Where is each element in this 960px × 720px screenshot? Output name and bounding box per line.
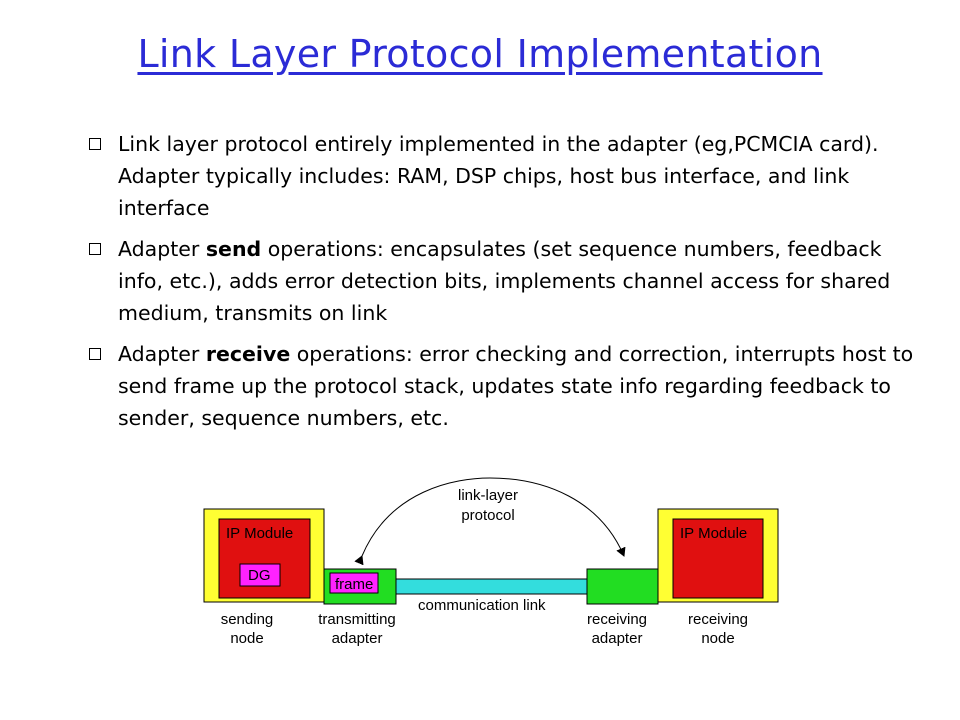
bullet-keyword-receive: receive: [205, 342, 291, 366]
bullet-box-icon: [89, 243, 101, 255]
receiving-node-label-line2: node: [701, 630, 734, 647]
protocol-label-line2: protocol: [461, 507, 514, 524]
receiving-adapter-box: [586, 568, 659, 605]
bullet-text-prefix: Adapter: [118, 237, 206, 261]
bullet-item: Link layer protocol entirely implemented…: [88, 128, 928, 224]
transmitting-adapter-label-line2: adapter: [332, 630, 383, 647]
frame-box: [329, 572, 379, 594]
page-title: Link Layer Protocol Implementation: [137, 32, 823, 76]
bullet-list: Link layer protocol entirely implemented…: [88, 128, 928, 443]
transmitting-adapter-box: [323, 568, 397, 605]
ip-module-left-label: IP Module: [226, 525, 293, 542]
bullet-text: operations: error checking and correctio…: [118, 342, 914, 430]
communication-link-label: communication link: [418, 597, 546, 614]
bullet-text: Link layer protocol entirely implemented…: [118, 132, 879, 220]
dg-box: [239, 563, 281, 587]
bullet-text-prefix: Adapter: [118, 342, 206, 366]
bullet-item: Adapter receive operations: error checki…: [88, 338, 928, 434]
bullet-keyword-send: send: [205, 237, 262, 261]
communication-link-bar: [395, 578, 588, 595]
ip-module-right-box: [672, 518, 764, 599]
receiving-node-box: [657, 508, 779, 603]
dg-label: DG: [248, 567, 271, 584]
bullet-box-icon: [89, 348, 101, 360]
receiving-adapter-label-line2: adapter: [592, 630, 643, 647]
bullet-text: operations: encapsulates (set sequence n…: [118, 237, 891, 325]
ip-module-left-box: [218, 518, 311, 599]
frame-label: frame: [335, 576, 373, 593]
sending-node-label-line1: sending: [221, 611, 274, 628]
sending-node-box: [203, 508, 325, 603]
receiving-node-label-line1: receiving: [688, 611, 748, 628]
sending-node-label-line2: node: [230, 630, 263, 647]
bullet-box-icon: [89, 138, 101, 150]
protocol-double-arrow: [354, 477, 626, 566]
transmitting-adapter-label-line1: transmitting: [318, 611, 396, 628]
protocol-label-line1: link-layer: [458, 487, 518, 504]
receiving-adapter-label-line1: receiving: [587, 611, 647, 628]
ip-module-right-label: IP Module: [680, 525, 747, 542]
bullet-item: Adapter send operations: encapsulates (s…: [88, 233, 928, 329]
